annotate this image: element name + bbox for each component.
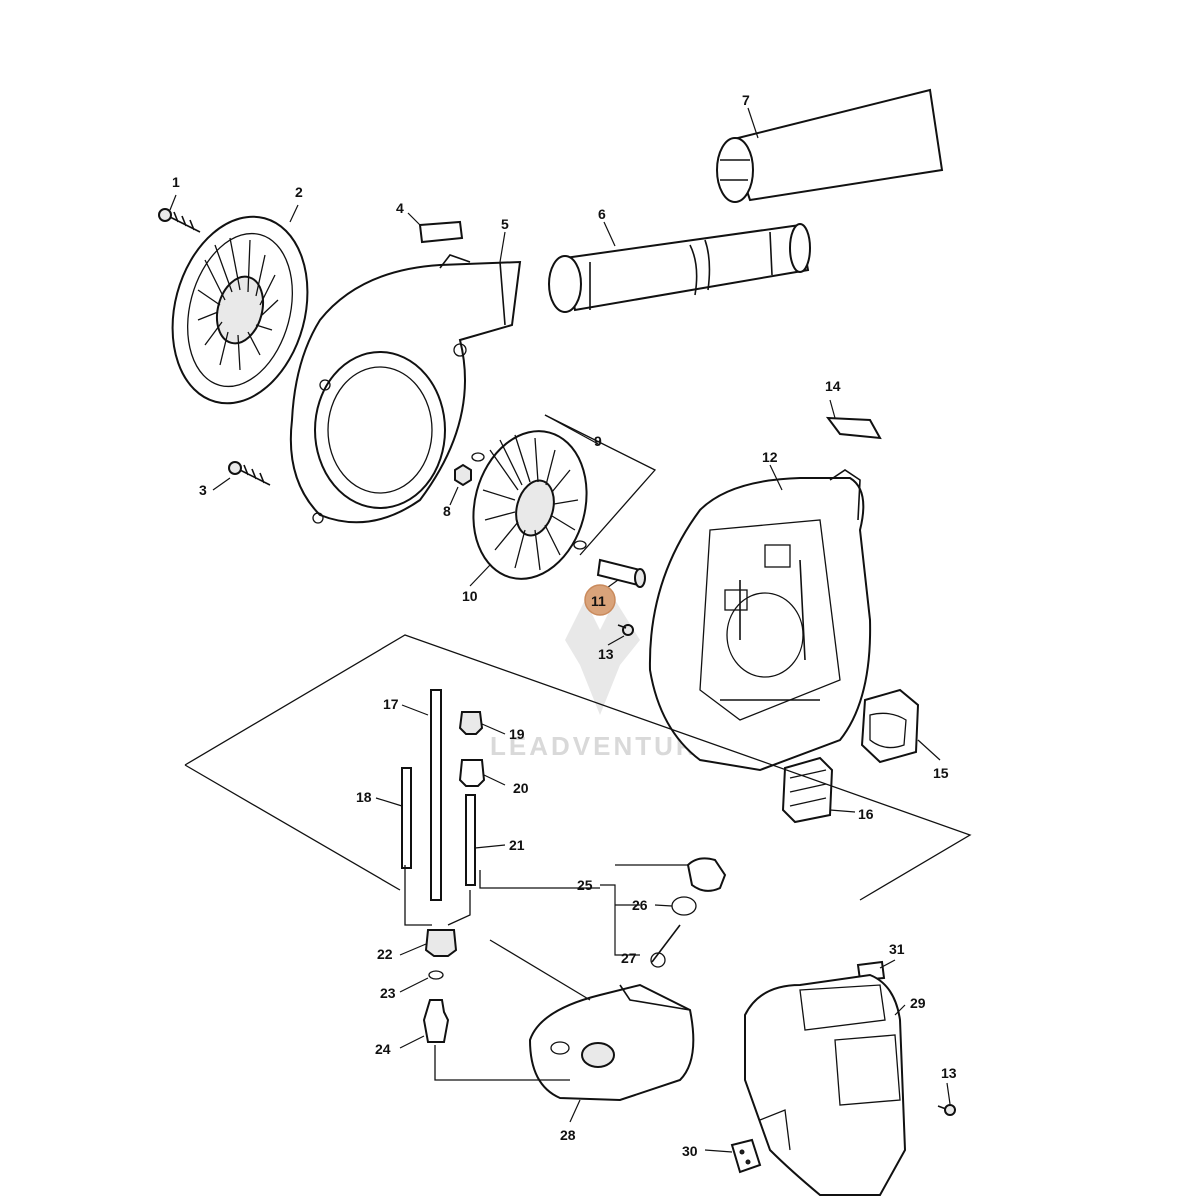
part-8-nut	[454, 452, 485, 487]
part-22-grommet	[424, 929, 458, 957]
callout-labels: 1 2 3 4 5 6 7 8 9 10 11 12 13 14 15 16 1…	[172, 92, 957, 1159]
part-25-cap	[686, 857, 727, 892]
callout-30[interactable]: 30	[682, 1143, 698, 1159]
callout-26[interactable]: 26	[632, 897, 648, 913]
callout-1[interactable]: 1	[172, 174, 180, 190]
part-13-screw-upper	[617, 624, 634, 636]
callout-12[interactable]: 12	[762, 449, 778, 465]
part-11-bolt	[596, 558, 646, 588]
callout-31[interactable]: 31	[889, 941, 905, 957]
callout-27[interactable]: 27	[621, 950, 637, 966]
part-26-oring	[671, 896, 697, 916]
callout-20[interactable]: 20	[513, 780, 529, 796]
part-6-tube	[548, 223, 811, 313]
callout-5[interactable]: 5	[501, 216, 509, 232]
callout-22[interactable]: 22	[377, 946, 393, 962]
part-4-label	[418, 220, 464, 244]
callout-16[interactable]: 16	[858, 806, 874, 822]
part-10-fan	[472, 430, 588, 580]
part-3-screw	[228, 461, 271, 486]
callout-21[interactable]: 21	[509, 837, 525, 853]
part-23-ring	[428, 970, 444, 980]
part-17-tube	[430, 689, 442, 901]
callout-10[interactable]: 10	[462, 588, 478, 604]
part-19-filter	[458, 711, 484, 735]
callout-14[interactable]: 14	[825, 378, 841, 394]
part-20-filter	[458, 759, 486, 787]
part-28-tank	[528, 983, 695, 1102]
callout-17[interactable]: 17	[383, 696, 399, 712]
part-21-tube	[465, 794, 476, 886]
part-29-shroud	[744, 973, 907, 1196]
callout-6[interactable]: 6	[598, 206, 606, 222]
part-14-label	[825, 416, 882, 440]
callout-13-upper[interactable]: 13	[598, 646, 614, 662]
callout-24[interactable]: 24	[375, 1041, 391, 1057]
part-18-tube	[401, 767, 412, 869]
callout-15[interactable]: 15	[933, 765, 949, 781]
part-15-insert	[860, 688, 920, 764]
part-30-damper	[730, 1138, 762, 1174]
part-12-frame	[648, 469, 872, 772]
callout-8[interactable]: 8	[443, 503, 451, 519]
callout-3[interactable]: 3	[199, 482, 207, 498]
part-9-washer	[573, 540, 587, 550]
callout-7[interactable]: 7	[742, 92, 750, 108]
part-2-cover	[171, 215, 309, 405]
part-27-strap	[650, 924, 681, 968]
callout-4[interactable]: 4	[396, 200, 404, 216]
leader-lines	[169, 107, 951, 1153]
callout-13-lower[interactable]: 13	[941, 1065, 957, 1081]
callout-11[interactable]: 11	[591, 593, 606, 609]
group-frames	[184, 414, 972, 1081]
part-24-pickup	[422, 999, 450, 1043]
callout-18[interactable]: 18	[356, 789, 372, 805]
part-7-nozzle	[716, 88, 944, 203]
part-5-housing	[289, 254, 522, 524]
callout-29[interactable]: 29	[910, 995, 926, 1011]
part-13-screw-lower	[937, 1104, 956, 1116]
part-16-block	[781, 756, 834, 824]
callout-28[interactable]: 28	[560, 1127, 576, 1143]
callout-9[interactable]: 9	[594, 433, 602, 449]
callout-11-highlight[interactable]	[584, 584, 616, 616]
callout-19[interactable]: 19	[509, 726, 525, 742]
callout-25[interactable]: 25	[577, 877, 593, 893]
callout-23[interactable]: 23	[380, 985, 396, 1001]
callout-2[interactable]: 2	[295, 184, 303, 200]
part-1-screw	[158, 208, 201, 233]
